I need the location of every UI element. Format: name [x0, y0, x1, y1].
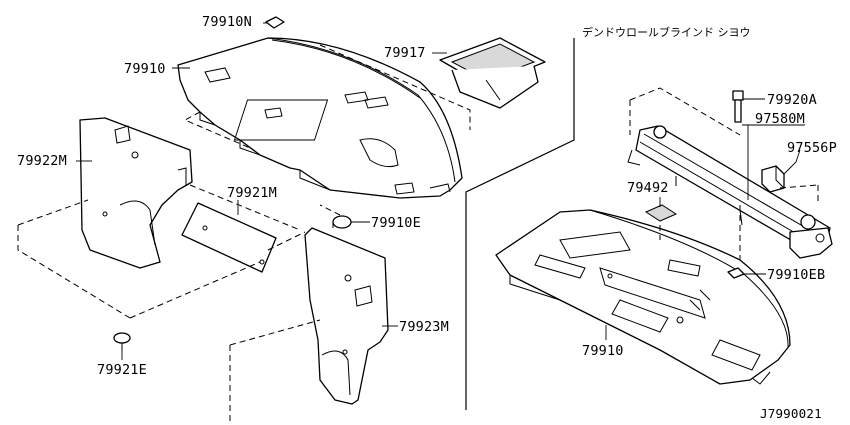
- part-label-79910: 79910: [124, 61, 166, 77]
- view-divider: [465, 38, 575, 410]
- pad-79492: [644, 204, 678, 222]
- rear-parcel-shelf: [177, 37, 463, 199]
- part-label-97580M: 97580M: [755, 111, 805, 127]
- part-label-79910EB: 79910EB: [767, 267, 826, 283]
- part-label-79910E: 79910E: [371, 215, 421, 231]
- part-label-79910-right: 79910: [582, 343, 624, 359]
- part-label-79910N: 79910N: [202, 14, 252, 30]
- part-label-79921M: 79921M: [227, 185, 277, 201]
- assembly-lines-right: [629, 87, 819, 260]
- side-trim-right: [304, 227, 389, 405]
- bolt-79920A: [732, 90, 744, 123]
- part-label-97556P: 97556P: [787, 140, 837, 156]
- rear-parcel-shelf-right: [495, 209, 791, 385]
- part-label-79921E: 79921E: [97, 362, 147, 378]
- diagram-code: J7990021: [760, 406, 822, 421]
- header-note: デンドウロールブラインド シヨウ: [582, 26, 751, 39]
- assembly-lines-left: [17, 111, 341, 425]
- part-label-79917: 79917: [384, 45, 426, 61]
- side-trim-left: [79, 117, 193, 269]
- trim-panel-79921M: [181, 202, 277, 273]
- roller-blind-unit: [627, 125, 833, 259]
- part-label-79492: 79492: [627, 180, 669, 196]
- leader-lines: [76, 22, 805, 360]
- cap-79910N: [265, 16, 285, 29]
- storage-pocket: [439, 37, 546, 109]
- pocket-guide: [319, 44, 471, 130]
- clip-79921E: [113, 332, 131, 350]
- part-label-79922M: 79922M: [17, 153, 67, 169]
- part-label-79923M: 79923M: [399, 319, 449, 335]
- clip-79910E: [332, 215, 352, 229]
- part-label-79920A: 79920A: [767, 92, 817, 108]
